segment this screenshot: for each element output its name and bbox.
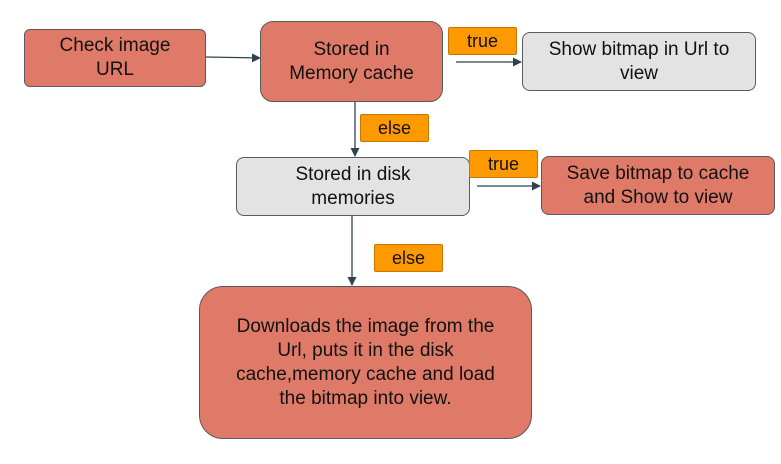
true-label-disk: true [469,150,538,178]
download-image-node: Downloads the image from the Url, puts i… [199,286,532,439]
disk-memories-node: Stored in disk memories [236,157,470,216]
true-label-memory: true [448,27,517,55]
memory-cache-node: Stored in Memory cache [260,21,443,102]
else-label-memory: else [360,114,429,142]
check-image-url-node: Check image URL [24,29,206,87]
else-label-disk: else [374,244,443,272]
arrow-check-to-memory [205,53,261,63]
show-bitmap-node: Show bitmap in Url to view [522,32,756,91]
save-bitmap-node: Save bitmap to cache and Show to view [541,156,775,215]
